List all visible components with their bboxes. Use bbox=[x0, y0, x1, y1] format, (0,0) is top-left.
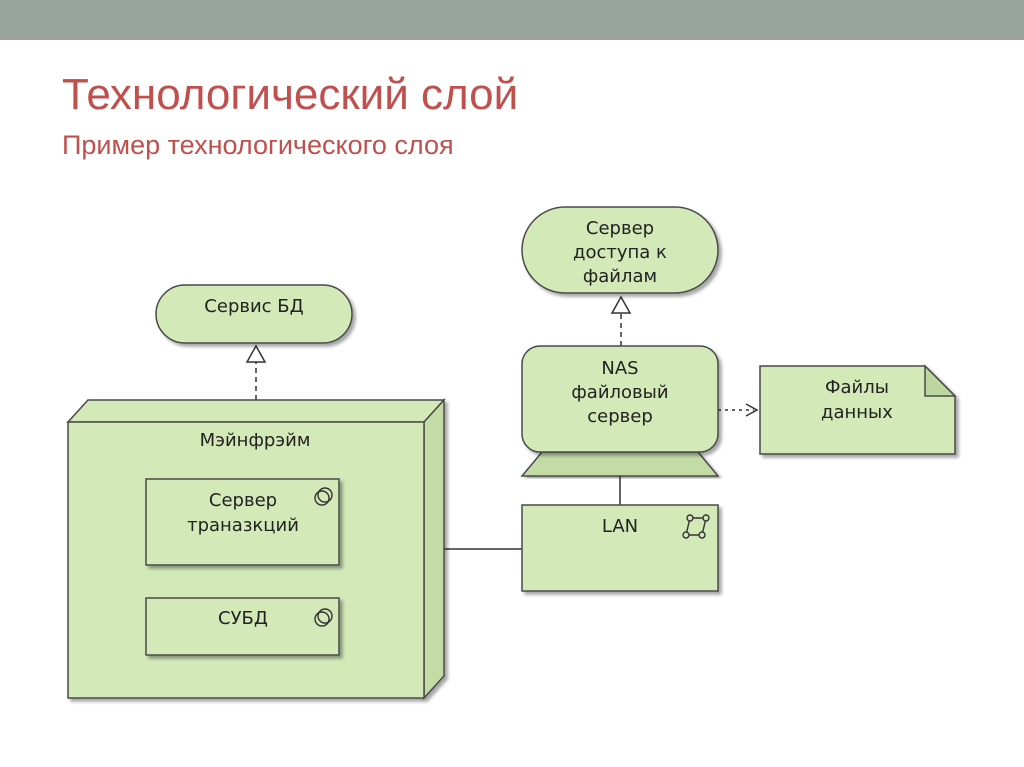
slide-subtitle: Пример технологического слоя bbox=[62, 130, 454, 160]
nas-line-3: сервер bbox=[587, 406, 653, 427]
system-software-icon bbox=[314, 487, 333, 506]
file-service-line-1: Сервер bbox=[586, 218, 654, 239]
realization-nas-file-service bbox=[610, 295, 632, 346]
file-service-line-2: доступа к bbox=[573, 242, 667, 263]
nas-device-node: NAS файловый сервер bbox=[520, 345, 720, 477]
transaction-server-node: Сервер траназкций bbox=[145, 478, 340, 566]
top-bar bbox=[0, 0, 1024, 40]
lan-node: LAN bbox=[521, 504, 719, 592]
data-files-artifact: Файлы данных bbox=[759, 364, 957, 455]
realization-mainframe-service-db bbox=[245, 344, 267, 400]
lan-label: LAN bbox=[602, 516, 638, 537]
file-access-service-node: Сервер доступа к файлам bbox=[521, 206, 719, 294]
data-files-line-1: Файлы bbox=[825, 377, 889, 398]
access-nas-data-files bbox=[718, 403, 759, 417]
file-service-line-3: файлам bbox=[583, 266, 657, 287]
data-files-line-2: данных bbox=[821, 402, 893, 423]
dbms-node: СУБД bbox=[145, 597, 340, 656]
service-db-node: Сервис БД bbox=[155, 284, 353, 344]
nas-line-2: файловый bbox=[571, 382, 668, 403]
transaction-server-line-2: траназкций bbox=[187, 515, 299, 536]
mainframe-label: Мэйнфрэйм bbox=[200, 430, 311, 451]
network-icon bbox=[682, 514, 710, 539]
slide-title: Технологический слой bbox=[62, 70, 519, 119]
dbms-label: СУБД bbox=[218, 608, 268, 629]
service-db-label: Сервис БД bbox=[204, 296, 303, 317]
system-software-icon bbox=[314, 608, 333, 627]
nas-line-1: NAS bbox=[601, 358, 638, 379]
transaction-server-line-1: Сервер bbox=[209, 490, 277, 511]
